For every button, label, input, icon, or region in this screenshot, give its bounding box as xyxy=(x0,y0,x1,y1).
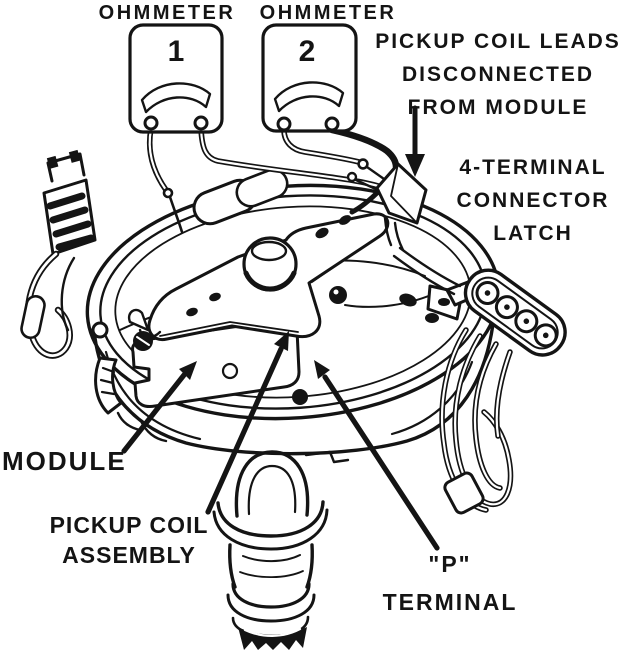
label-p-terminal: "P" TERMINAL xyxy=(383,545,518,621)
ohmmeter-1-number: 1 xyxy=(167,35,185,68)
pickup-leads-down-arrow xyxy=(405,105,425,177)
meter-terminal xyxy=(324,116,340,132)
p-terminal-arrow xyxy=(314,360,440,551)
label-connector-latch: 4-TERMINAL CONNECTOR LATCH xyxy=(457,151,610,250)
drive-gear xyxy=(238,627,307,650)
ohmmeter-2-number: 2 xyxy=(298,35,316,68)
label-pickup-coil-leads-line-3: FROM MODULE xyxy=(407,96,589,119)
label-pickup-coil-assembly-line-1: PICKUP COIL xyxy=(49,512,209,538)
label-connector-latch-line-2: CONNECTOR xyxy=(456,189,610,212)
pickup-coil-plate xyxy=(138,212,390,342)
latch-flap xyxy=(375,162,428,252)
label-connector-latch-line-3: LATCH xyxy=(493,222,573,245)
ohmmeter-1-meter xyxy=(128,23,224,134)
label-module: MODULE xyxy=(2,446,127,476)
cap-spring-clip xyxy=(42,149,97,256)
label-pickup-coil-assembly: PICKUP COIL ASSEMBLY xyxy=(50,510,209,570)
wire-meter2-left xyxy=(281,127,386,193)
label-p-terminal-line-1: "P" xyxy=(428,551,472,577)
ohmmeter-2-meter xyxy=(261,23,358,133)
meter-terminal xyxy=(143,115,159,131)
ohmmeter-1-gauge xyxy=(140,82,212,114)
ohmmeter-1-title: OHMMETER xyxy=(98,2,236,24)
distributor-shaft xyxy=(212,450,329,650)
center-hub xyxy=(242,236,298,292)
wire-harness-loop xyxy=(439,327,514,515)
lead-wire-loop xyxy=(20,250,142,432)
module-arrow xyxy=(121,361,197,454)
label-pickup-coil-assembly-line-2: ASSEMBLY xyxy=(62,542,196,568)
label-pickup-coil-leads-line-1: PICKUP COIL LEADS xyxy=(375,30,621,53)
label-pickup-coil-leads: PICKUP COIL LEADS DISCONNECTED FROM MODU… xyxy=(375,25,621,124)
four-terminal-connector xyxy=(392,246,567,357)
meter-terminal xyxy=(276,116,292,132)
label-connector-latch-line-1: 4-TERMINAL xyxy=(459,156,607,179)
label-p-terminal-line-2: TERMINAL xyxy=(382,589,518,615)
pickup-assembly-arrow xyxy=(205,331,289,515)
wire-meter1-left xyxy=(146,126,184,234)
ohmmeter-2-gauge xyxy=(273,81,345,113)
label-pickup-coil-leads-line-2: DISCONNECTED xyxy=(401,63,594,86)
ohmmeter-2-title: OHMMETER xyxy=(259,2,397,24)
meter-terminal xyxy=(193,115,209,131)
